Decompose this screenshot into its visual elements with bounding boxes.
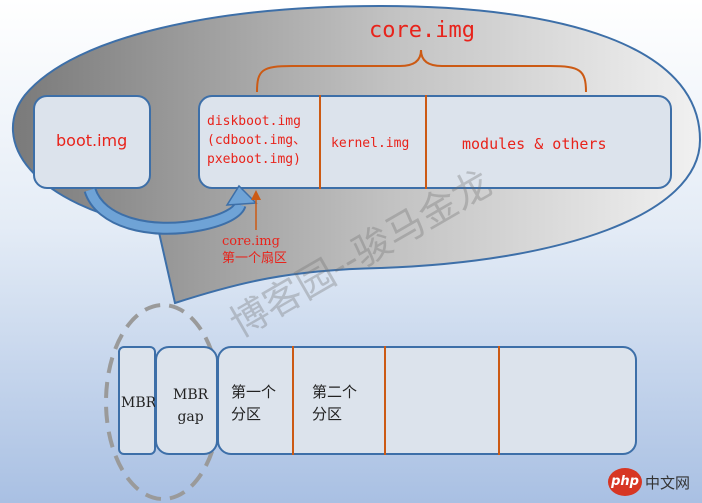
mbr-gap-label: MBR gap xyxy=(173,387,209,425)
partition-divider-3 xyxy=(498,346,500,455)
php-logo-badge: php xyxy=(608,468,642,496)
kernel-label: kernel.img xyxy=(331,136,410,151)
partition-1-label: 第一个 分区 xyxy=(231,383,277,423)
partition-divider-1 xyxy=(292,346,294,455)
core-img-title: core.img xyxy=(369,18,475,43)
core-divider-2 xyxy=(425,95,427,189)
core-img-box xyxy=(198,95,672,189)
partition-divider-2 xyxy=(384,346,386,455)
php-logo-text: 中文网 xyxy=(645,474,691,492)
modules-label: modules & others xyxy=(462,135,607,153)
mbr-label: MBR xyxy=(121,395,157,411)
boot-img-label: boot.img xyxy=(56,131,128,150)
partition-2-label: 第二个 分区 xyxy=(312,383,358,423)
core-divider-1 xyxy=(319,95,321,189)
mbr-gap-box xyxy=(155,346,218,455)
first-sector-note: core.img 第一个扇区 xyxy=(222,234,288,266)
boot-img-box xyxy=(33,95,151,189)
diskboot-label: diskboot.img (cdboot.img、 pxeboot.img) xyxy=(207,114,307,167)
partitions-box xyxy=(217,346,637,455)
